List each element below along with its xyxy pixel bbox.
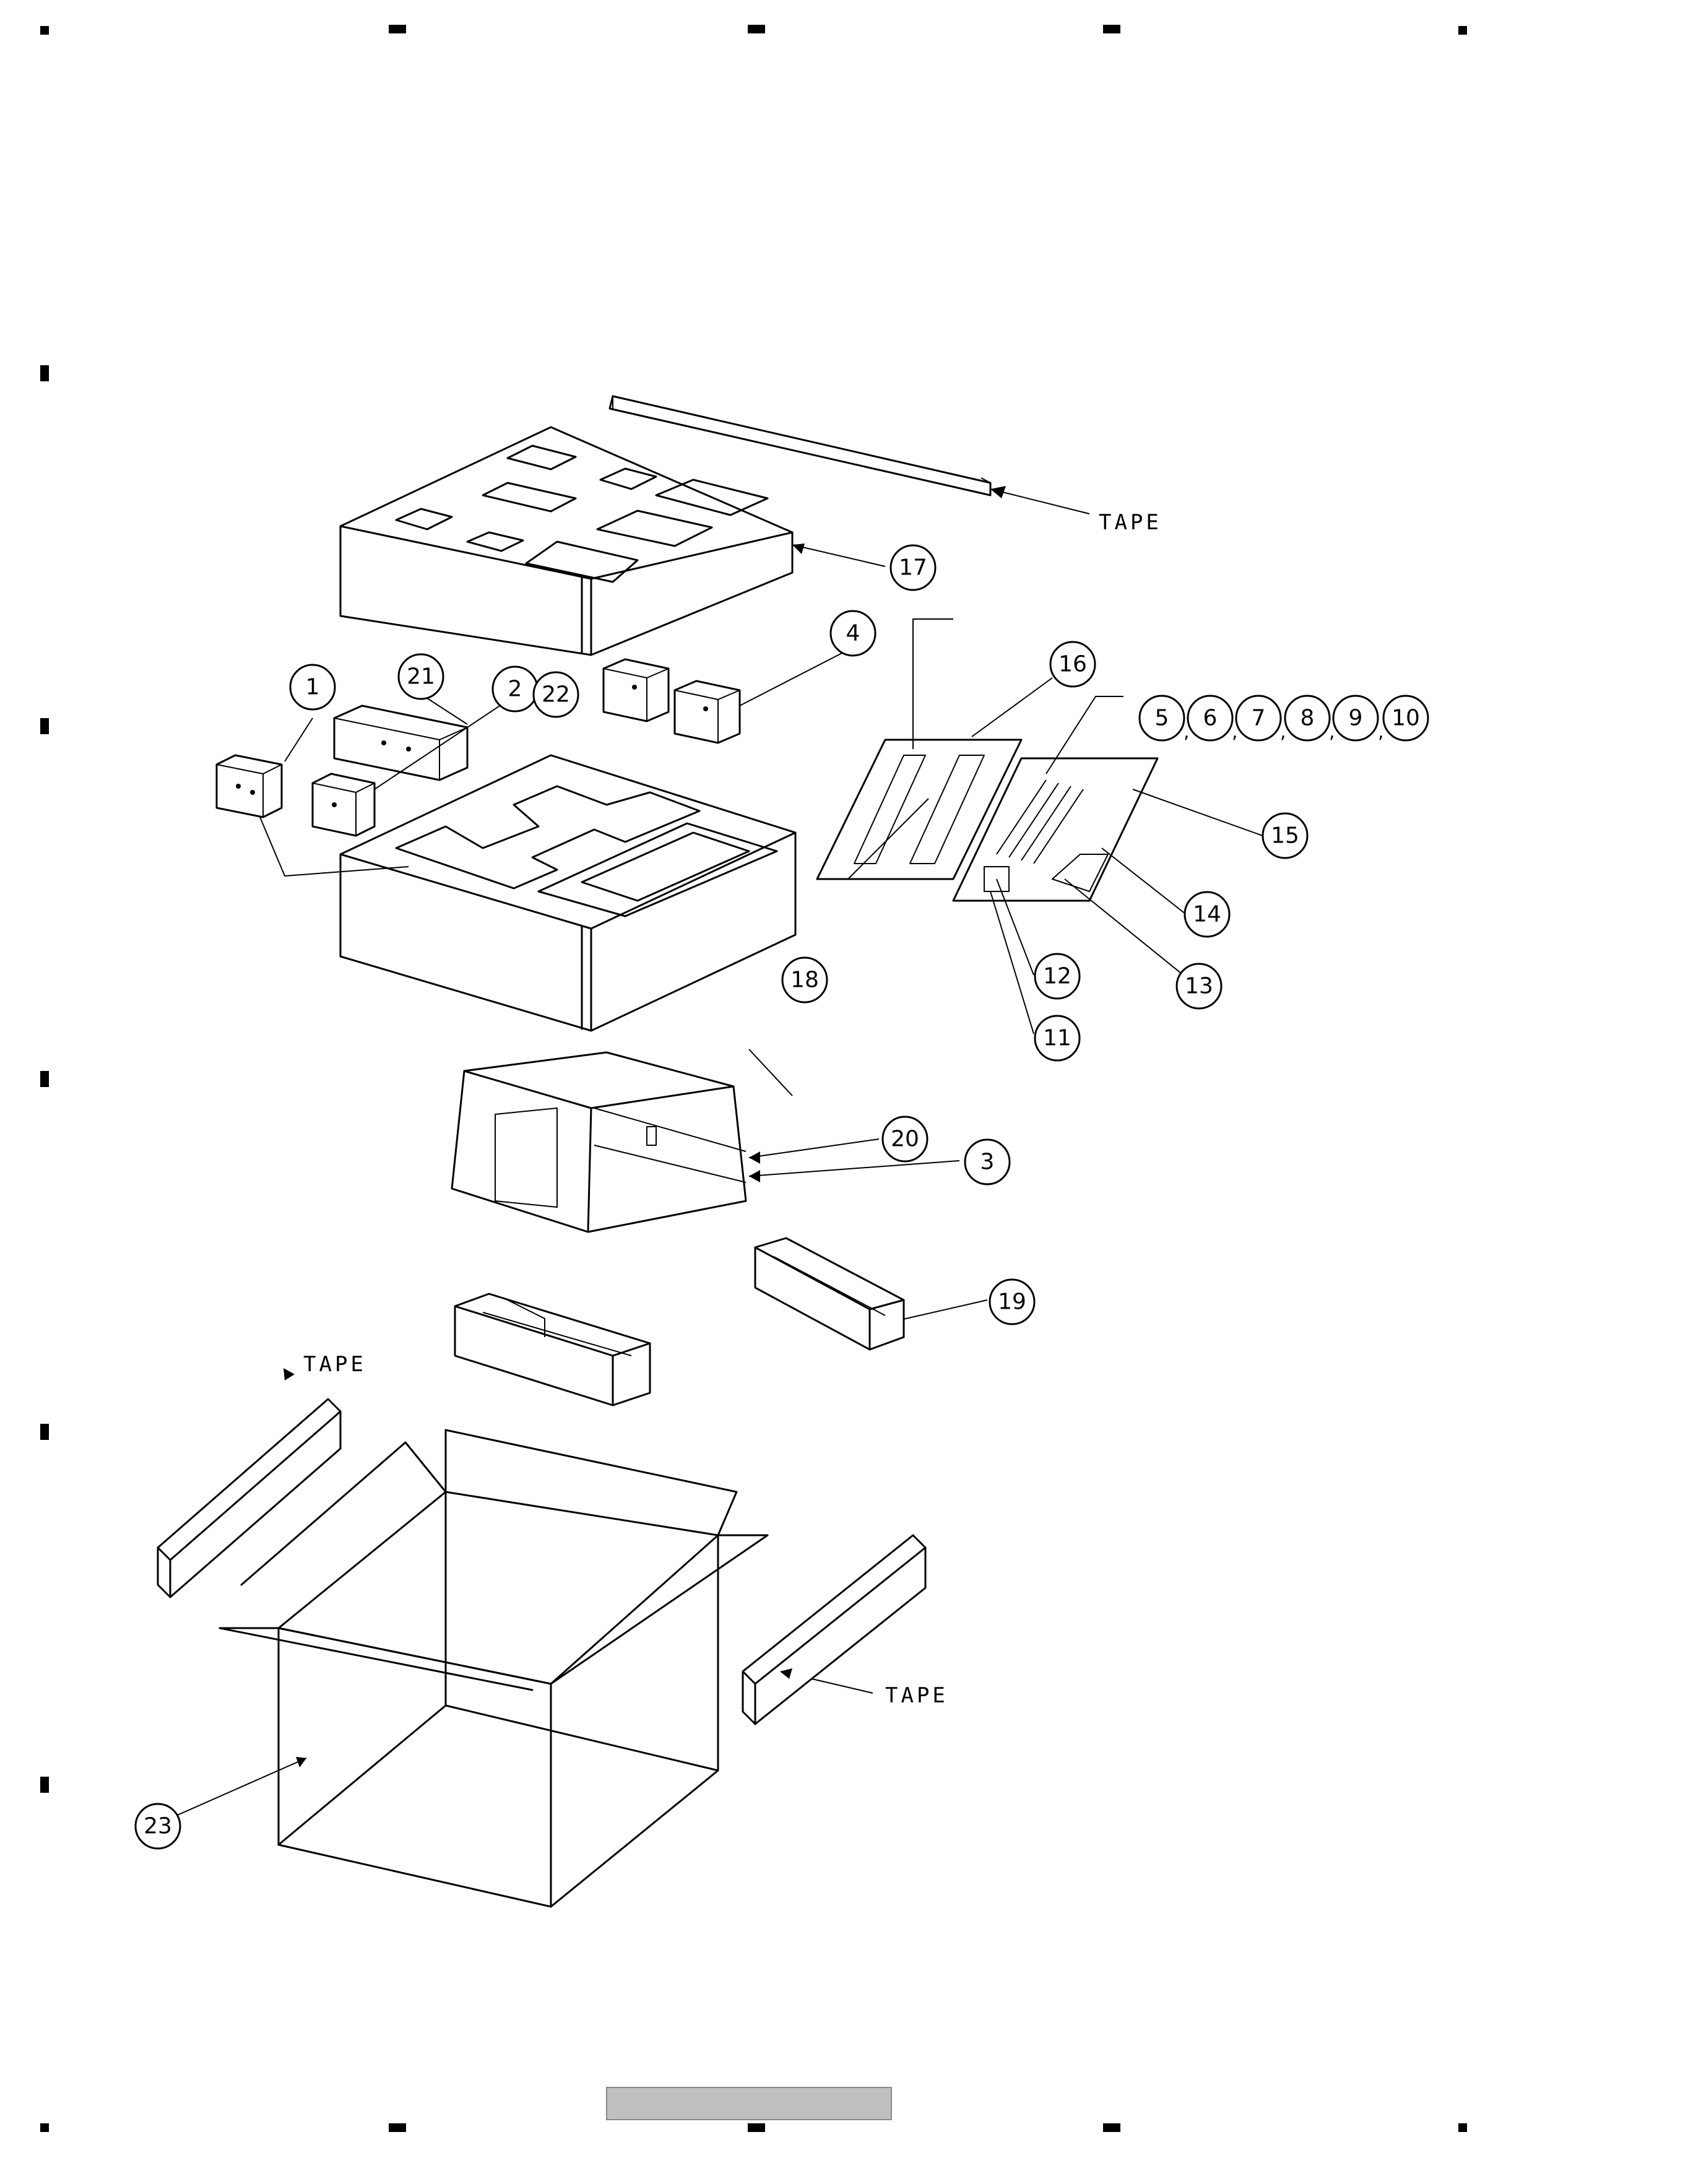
callout-21: 21 [397, 653, 444, 700]
callout-20: 20 [881, 1116, 928, 1163]
speaker-bar-2 [333, 704, 469, 781]
svg-text:20: 20 [891, 1127, 919, 1152]
callout-18: 18 [781, 956, 828, 1003]
svg-text:15: 15 [1271, 823, 1299, 849]
callout-3: 3 [964, 1138, 1011, 1185]
callout-7: 7 [1235, 695, 1282, 742]
svg-text:11: 11 [1043, 1026, 1071, 1051]
svg-text:1: 1 [306, 675, 320, 700]
svg-text:,: , [1280, 721, 1286, 743]
svg-text:17: 17 [899, 555, 927, 581]
footer-bar [606, 2087, 892, 2120]
svg-text:7: 7 [1252, 706, 1266, 731]
carton-box-23 [219, 1429, 769, 1908]
callout-16: 16 [1049, 641, 1096, 688]
svg-text:2: 2 [508, 677, 522, 702]
svg-text:8: 8 [1301, 706, 1315, 731]
callout-11: 11 [1034, 1015, 1081, 1062]
tape-strip-left [157, 1398, 342, 1598]
callout-22: 22 [532, 671, 579, 718]
callout-4: 4 [829, 610, 876, 657]
leader-lines [173, 488, 1263, 1818]
tape-label-right: TAPE [885, 1683, 948, 1708]
tape-strip-top [608, 395, 992, 496]
svg-text:23: 23 [144, 1814, 172, 1839]
speaker-cube-4b [673, 680, 741, 744]
accessory-sheet-15 [952, 757, 1159, 902]
svg-text:12: 12 [1043, 964, 1071, 989]
arrowheads [283, 486, 1006, 1767]
callout-12: 12 [1034, 953, 1081, 1000]
tape-label-top: TAPE [1099, 510, 1162, 535]
tape-labels: TAPE TAPE TAPE [303, 510, 1162, 1708]
tape-label-left: TAPE [303, 1352, 366, 1377]
foam-corner-19a [454, 1293, 651, 1406]
callout-15: 15 [1262, 812, 1309, 859]
foam-tray-top-17 [339, 426, 794, 656]
svg-text:,: , [1329, 721, 1335, 743]
callout-19: 19 [989, 1278, 1036, 1325]
callout-5: 5 [1138, 695, 1185, 742]
callout-14: 14 [1184, 891, 1231, 938]
callout-17: 17 [889, 544, 937, 591]
svg-text:5: 5 [1155, 706, 1169, 731]
svg-text:9: 9 [1349, 706, 1363, 731]
callout-separators: , , , , , [1184, 721, 1384, 743]
callout-23: 23 [134, 1803, 181, 1850]
svg-text:16: 16 [1058, 652, 1087, 677]
callout-1: 1 [289, 664, 336, 711]
callout-10: 10 [1382, 695, 1429, 742]
callout-2: 2 [491, 665, 539, 713]
svg-text:,: , [1378, 721, 1384, 743]
callout-6: 6 [1187, 695, 1234, 742]
svg-text:21: 21 [407, 664, 435, 690]
svg-text:4: 4 [846, 621, 860, 646]
svg-text:13: 13 [1185, 974, 1213, 999]
svg-text:19: 19 [998, 1289, 1026, 1315]
main-unit-wrapped-3-20 [451, 1051, 747, 1233]
foam-tray-bottom-18 [339, 754, 797, 1032]
svg-text:,: , [1184, 721, 1190, 743]
speaker-cube-22 [311, 773, 376, 837]
svg-text:18: 18 [790, 968, 819, 993]
callout-13: 13 [1175, 963, 1223, 1010]
registration-marks [40, 25, 1467, 2132]
speaker-cube-1 [215, 754, 283, 818]
svg-text:,: , [1232, 721, 1238, 743]
svg-text:14: 14 [1193, 902, 1221, 927]
accessory-sheet-16 [816, 739, 1023, 880]
callout-9: 9 [1332, 695, 1379, 742]
speaker-cube-4a [602, 658, 670, 722]
svg-text:10: 10 [1392, 706, 1420, 731]
svg-text:3: 3 [980, 1150, 995, 1175]
svg-text:22: 22 [542, 682, 570, 708]
svg-text:6: 6 [1203, 706, 1218, 731]
foam-corner-19b [754, 1237, 905, 1351]
callout-8: 8 [1284, 695, 1331, 742]
